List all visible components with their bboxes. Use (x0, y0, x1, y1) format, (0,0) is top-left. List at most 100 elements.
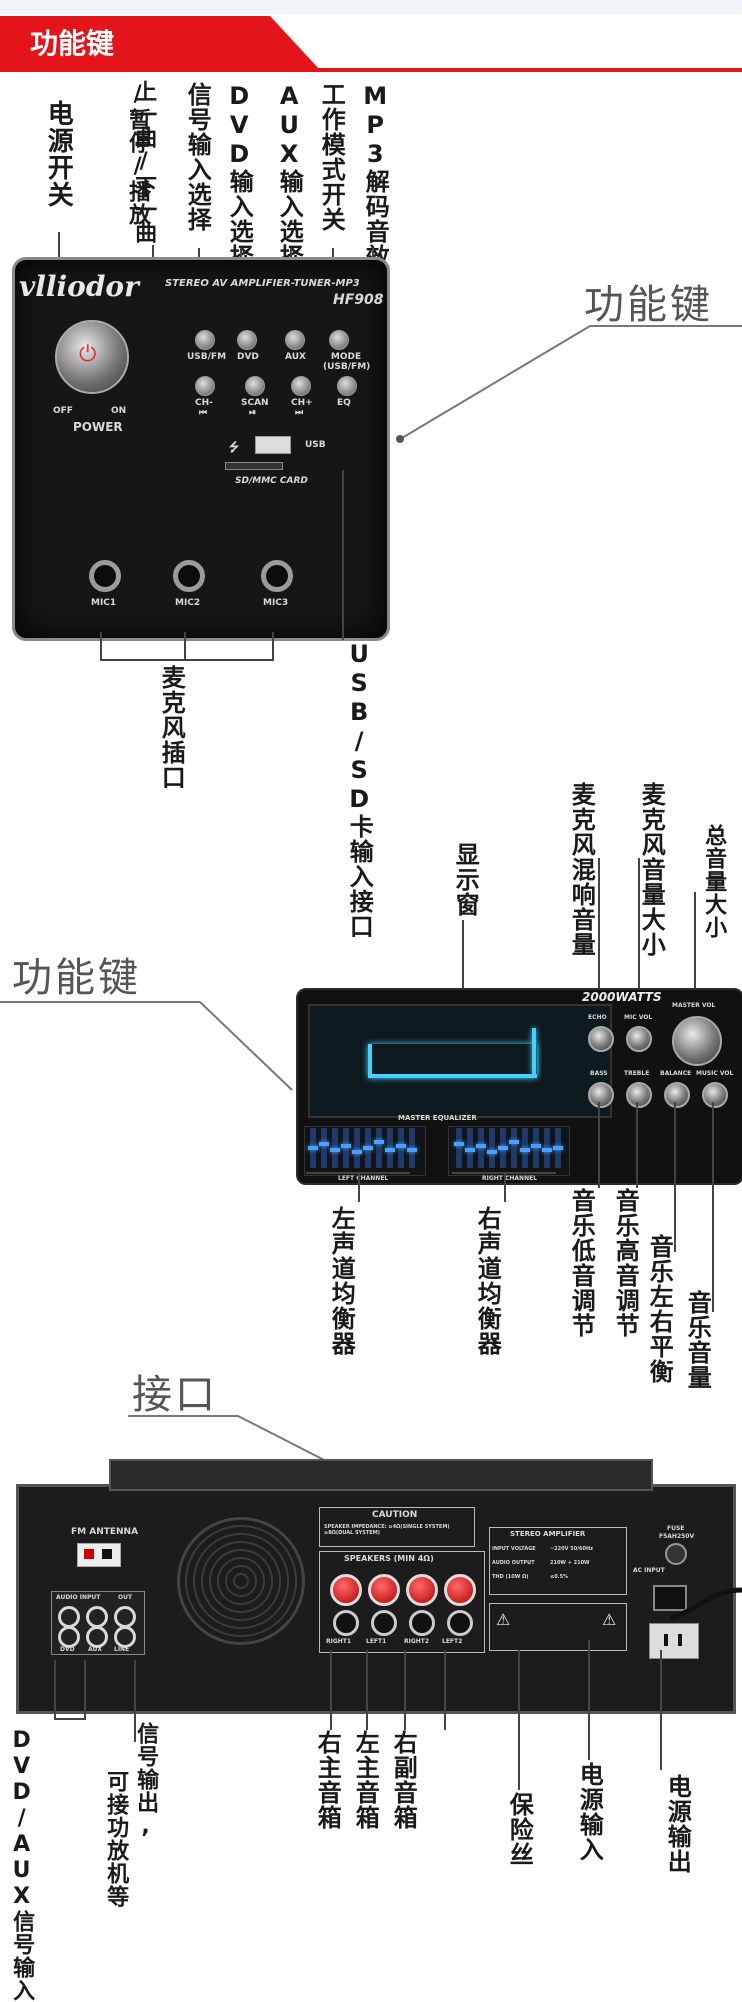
scan-button[interactable] (245, 376, 265, 396)
eq-slider-knob[interactable] (542, 1148, 552, 1152)
left1-terminal-red[interactable] (368, 1574, 400, 1606)
brand-logo: vlliodor (19, 270, 139, 303)
ch-minus-button[interactable] (195, 376, 215, 396)
mic3-label: MIC3 (263, 598, 289, 608)
eq-slider-knob[interactable] (476, 1144, 486, 1148)
right1-terminal-red[interactable] (330, 1574, 362, 1606)
label-prev-next-2: /暂停/播放 (125, 82, 151, 226)
prev-icon: ⏮ (199, 408, 208, 418)
eq-slider-knob[interactable] (454, 1142, 464, 1146)
label-aux-select: AUX输入选择 (275, 82, 304, 269)
mic3-jack[interactable] (261, 560, 293, 592)
eq-slider-knob[interactable] (520, 1148, 530, 1152)
mode-button[interactable] (329, 330, 349, 350)
mic2-label: MIC2 (175, 598, 201, 608)
eq-slider-knob[interactable] (553, 1146, 563, 1150)
treble-knob[interactable] (626, 1082, 652, 1108)
eq-slider-knob[interactable] (487, 1150, 497, 1154)
fuse-holder[interactable] (665, 1543, 687, 1565)
ch-plus-button[interactable] (291, 376, 311, 396)
treble-label: TREBLE (624, 1070, 650, 1077)
mic-vol-knob[interactable] (626, 1026, 652, 1052)
usb-symbol-icon: ⭍ (229, 440, 239, 454)
mic2-jack[interactable] (173, 560, 205, 592)
label-signal-output-1: 信号输出, (133, 1722, 159, 1840)
side-label-function-keys-2: 功能键 (12, 955, 141, 1001)
power-icon: ⏻ (79, 342, 97, 367)
leader-display (462, 920, 464, 1040)
pointer-line-2 (0, 1001, 293, 1091)
leader-music-vol (712, 1102, 714, 1312)
leader-usb (342, 470, 344, 640)
aux-button[interactable] (285, 330, 305, 350)
ac-output-socket[interactable] (649, 1623, 699, 1659)
input-voltage-label: INPUT VOLTAGE (492, 1546, 536, 1552)
eq-slider-knob[interactable] (385, 1148, 395, 1152)
usbfm-button[interactable] (195, 330, 215, 350)
balance-knob[interactable] (664, 1082, 690, 1108)
ac-input-socket[interactable] (653, 1585, 687, 1611)
usbfm-label: USB/FM (187, 352, 227, 362)
eq-slider-knob[interactable] (531, 1144, 541, 1148)
left2-terminal-red[interactable] (444, 1574, 476, 1606)
shock-icon: ⚠ (602, 1610, 617, 1629)
leader-bass (598, 1102, 600, 1188)
left2-terminal-black[interactable] (447, 1610, 473, 1636)
rca-line-2[interactable] (114, 1626, 136, 1648)
master-vol-knob[interactable] (672, 1016, 722, 1066)
leader-treble (636, 1102, 638, 1188)
left1-label: LEFT1 (366, 1638, 387, 1645)
power-button[interactable]: ⏻ (55, 320, 129, 394)
eq-slider-knob[interactable] (407, 1148, 417, 1152)
rca-dvd-1[interactable] (58, 1606, 80, 1628)
eq-slider-knob[interactable] (374, 1140, 384, 1144)
label-balance: 音乐左右平衡 (645, 1234, 674, 1384)
sd-card-slot[interactable] (225, 462, 283, 470)
balance-label: BALANCE (660, 1070, 692, 1077)
usb-port[interactable] (255, 436, 291, 454)
eq-slider-knob[interactable] (352, 1150, 362, 1154)
left2-label: LEFT2 (442, 1638, 463, 1645)
power-on-label: ON (111, 406, 127, 416)
label-music-vol: 音乐音量 (683, 1290, 712, 1390)
eq-slider-knob[interactable] (465, 1148, 475, 1152)
fm-antenna-terminal[interactable] (77, 1543, 121, 1567)
bass-knob[interactable] (588, 1082, 614, 1108)
eq-slider-knob[interactable] (341, 1144, 351, 1148)
usb-label: USB (305, 440, 326, 450)
power-label: POWER (73, 420, 123, 434)
outlet-slot-left (664, 1634, 668, 1646)
eq-slider-knob[interactable] (330, 1148, 340, 1152)
display-level-bar (368, 1044, 537, 1078)
aux-port-label: AUX (88, 1646, 102, 1653)
dvd-port-label: DVD (60, 1646, 75, 1653)
thd-value: ≤0.5% (550, 1574, 569, 1580)
left1-terminal-black[interactable] (371, 1610, 397, 1636)
eq-slider-knob[interactable] (363, 1146, 373, 1150)
power-off-label: OFF (53, 406, 73, 416)
eq-slider-knob[interactable] (319, 1142, 329, 1146)
right2-terminal-red[interactable] (406, 1574, 438, 1606)
fm-antenna-label: FM ANTENNA (71, 1527, 139, 1537)
rca-aux-1[interactable] (86, 1606, 108, 1628)
echo-knob[interactable] (588, 1026, 614, 1052)
eq-button[interactable] (337, 376, 357, 396)
rca-aux-2[interactable] (86, 1626, 108, 1648)
rca-line-1[interactable] (114, 1606, 136, 1628)
warning-icon: ⚠ (496, 1610, 511, 1629)
music-vol-knob[interactable] (702, 1082, 728, 1108)
eq-slider-knob[interactable] (308, 1146, 318, 1150)
mic1-jack[interactable] (89, 560, 121, 592)
leader-right-sub (404, 1650, 406, 1730)
eq-slider-knob[interactable] (396, 1144, 406, 1148)
caution-label: CAUTION (372, 1510, 418, 1520)
leader-left-main (366, 1650, 368, 1730)
right2-terminal-black[interactable] (409, 1610, 435, 1636)
label-dvd-aux-input: DVD/AUX信号输入 (9, 1728, 35, 2002)
label-power-input: 电源输入 (575, 1762, 604, 1862)
right1-terminal-black[interactable] (333, 1610, 359, 1636)
eq-slider-knob[interactable] (509, 1140, 519, 1144)
eq-slider-knob[interactable] (498, 1146, 508, 1150)
rca-dvd-2[interactable] (58, 1626, 80, 1648)
dvd-button[interactable] (237, 330, 257, 350)
